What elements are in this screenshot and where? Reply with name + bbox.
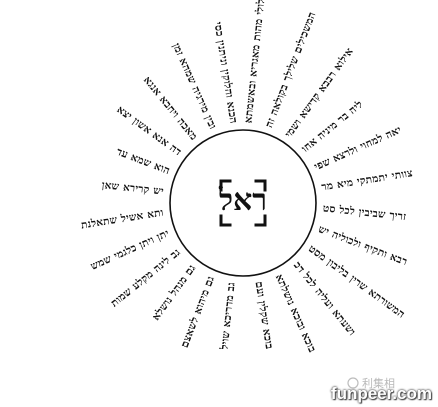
watermark-label: 利集相 xyxy=(362,376,395,390)
emblem-bracket xyxy=(219,179,232,192)
center-letters: ראל xyxy=(218,183,267,218)
watermark: 利集相 xyxy=(347,376,395,390)
emblem-bracket xyxy=(219,214,232,227)
center-circle xyxy=(169,129,317,277)
ray-text: צוותי יתמתקי מיא מר xyxy=(321,167,414,193)
ray-text: יש קרירא שאן xyxy=(101,179,164,197)
ray-text: גב מדריכא שויל xyxy=(219,281,238,351)
center-emblem xyxy=(219,179,267,227)
emblem-bracket xyxy=(254,179,267,192)
ray-text: הכנא והלוקין וניתנין כסי xyxy=(211,21,239,124)
site-url-watermark: funpeer.com xyxy=(330,384,432,403)
ray-text: ותא אשיל שתאלנת xyxy=(80,207,164,232)
ray-text: זריך שביבין לכל סט xyxy=(322,202,407,223)
ray-text: בוכא שקלין ועם xyxy=(253,281,276,350)
ray-text: הוא שמא עד xyxy=(115,146,172,177)
watermark-icon xyxy=(347,377,359,389)
emblem-bracket xyxy=(254,214,267,227)
